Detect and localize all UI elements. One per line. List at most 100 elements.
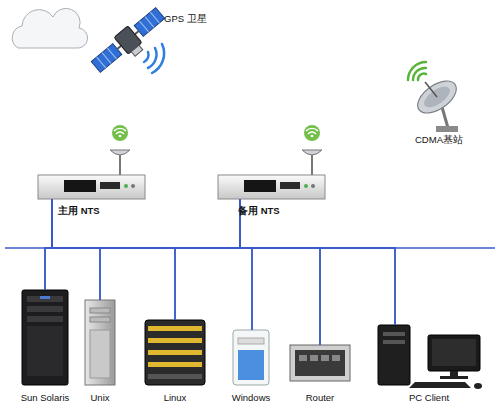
cdma-base-station <box>436 126 458 132</box>
pc-client <box>409 382 471 388</box>
linux-server <box>148 350 202 355</box>
windows-tower <box>233 330 269 385</box>
linux-server <box>148 374 202 379</box>
gps-antenna <box>119 155 121 175</box>
cloud <box>12 8 87 48</box>
gps-signal-waves <box>148 48 156 68</box>
pc-client <box>383 340 405 344</box>
gps-satellite <box>89 5 171 80</box>
linux-server <box>148 362 202 367</box>
pc-client <box>440 376 468 379</box>
gps-satellite <box>97 57 106 68</box>
router-box <box>290 345 350 381</box>
gps-satellite <box>107 48 116 59</box>
wifi-badge <box>311 135 314 138</box>
router-box <box>295 350 345 376</box>
sun-solaris-rack <box>27 296 63 302</box>
device-node: Windows <box>222 330 280 406</box>
gps-satellite <box>145 17 154 28</box>
linux-server <box>148 326 202 331</box>
network-link <box>45 199 240 290</box>
device-node: Sun Solaris <box>12 290 78 406</box>
network-link <box>100 199 240 300</box>
unix-tower <box>90 308 110 313</box>
device-node: Unix <box>76 300 124 406</box>
nts-device <box>280 182 300 189</box>
cdma-base-station <box>421 83 454 112</box>
device-node: PC Client <box>376 325 482 406</box>
network-link <box>240 199 395 325</box>
cdma-base-station <box>412 75 462 132</box>
device-node: Linux <box>140 320 210 406</box>
wifi-badge <box>116 132 124 134</box>
wifi-badge <box>114 128 126 131</box>
device-label: 备用 NTS <box>238 205 298 216</box>
device-label: PC Client <box>376 392 482 403</box>
device-label: Router <box>285 392 355 403</box>
device-label: 主用 NTS <box>58 205 118 216</box>
device-node: 备用 NTS <box>218 175 325 199</box>
sun-solaris-rack <box>40 296 50 299</box>
router-box <box>290 345 350 381</box>
windows-tower <box>233 330 269 385</box>
nts-device <box>304 184 308 188</box>
network-link <box>240 199 320 345</box>
device-label: Sun Solaris <box>12 392 78 403</box>
gps-antenna <box>110 150 322 175</box>
gps-satellite <box>131 45 143 56</box>
wifi-badge <box>306 128 318 131</box>
pc-client <box>383 332 405 336</box>
pc-client <box>474 383 482 389</box>
gps-antenna <box>302 150 322 155</box>
wifi-badge <box>112 125 128 141</box>
nts-device <box>218 175 325 199</box>
router-box <box>321 355 329 361</box>
device-label: Linux <box>140 392 210 403</box>
linux-server <box>145 320 205 385</box>
cdma-signal <box>418 74 426 80</box>
network-link <box>52 199 252 330</box>
device-node: CDMA基站 <box>405 62 477 148</box>
nts-device <box>124 184 128 188</box>
windows-tower <box>238 350 264 380</box>
unix-tower <box>90 317 110 322</box>
wifi-badge <box>304 125 320 141</box>
wifi-badge <box>304 125 320 141</box>
device-label: CDMA基站 <box>415 134 475 145</box>
cdma-base-station <box>425 82 437 97</box>
gps-signal-waves <box>144 44 164 73</box>
sun-solaris-rack <box>27 306 63 312</box>
nts-device <box>311 184 315 188</box>
gps-satellite <box>102 53 111 64</box>
nts-device <box>38 175 145 199</box>
unix-tower <box>85 300 115 385</box>
linux-server <box>148 338 202 343</box>
cdma-base-station <box>412 75 462 120</box>
network-bus <box>5 248 495 249</box>
nts-device <box>244 180 276 192</box>
gps-satellite <box>150 12 159 23</box>
pc-client <box>432 339 476 366</box>
cdma-signal <box>408 62 426 80</box>
nts-device <box>38 175 325 199</box>
device-label: Windows <box>222 392 280 403</box>
network-link <box>45 199 52 290</box>
sun-solaris-rack <box>27 326 63 376</box>
pc-client <box>378 325 410 385</box>
linux-server <box>145 320 205 385</box>
wifi-badge <box>112 125 128 141</box>
device-node: GPS 卫星 <box>98 5 216 77</box>
sun-solaris-rack <box>22 290 68 385</box>
wifi-badge <box>119 135 122 138</box>
nts-device <box>64 180 96 192</box>
wifi-badge <box>308 132 316 134</box>
network-link <box>175 199 240 320</box>
nts-device <box>100 182 120 189</box>
network-link <box>52 199 395 325</box>
unix-tower <box>90 330 110 378</box>
cloud <box>12 8 87 48</box>
device-node: 主用 NTS <box>38 175 145 199</box>
cdma-signal <box>413 68 426 80</box>
